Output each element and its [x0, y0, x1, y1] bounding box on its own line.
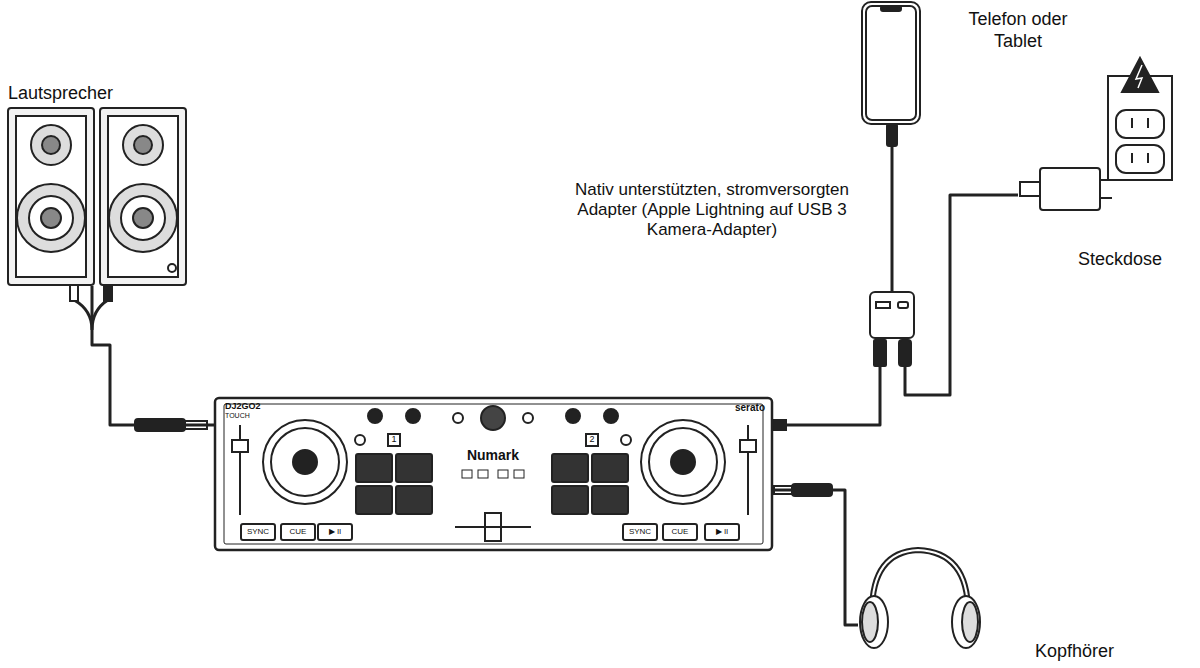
dj-controller: NumarkDJ2GO2TOUCH12SYNCCUE▶ IISYNCCUE▶ I… [215, 398, 772, 550]
camera-adapter [870, 292, 914, 366]
control-label: SYNC [623, 527, 657, 537]
adapter: Nativ unterstützten, stromversorgten Ada… [870, 292, 914, 338]
control-label: SYNC [241, 527, 275, 537]
cable [905, 195, 1018, 395]
cable [772, 490, 858, 625]
cable [772, 338, 880, 425]
control-label: ▶ II [318, 527, 352, 537]
dj-controller [215, 398, 772, 550]
phone [862, 2, 920, 146]
headphones [860, 550, 980, 648]
brand-logo: Numark [448, 447, 538, 464]
device-label: Kopfhörer [1035, 640, 1145, 662]
speaker-left [8, 108, 94, 285]
headphones: Kopfhörer [858, 552, 980, 652]
control-label: ▶ II [705, 527, 739, 537]
control-label: CUE [281, 527, 315, 537]
rca-plug [70, 285, 78, 301]
control-label: 1 [388, 434, 400, 445]
control-label: 2 [586, 434, 598, 445]
phone: Telefon oder Tablet [860, 0, 922, 126]
speakers: Lautsprecher [8, 108, 186, 286]
control-label: serato [705, 402, 765, 414]
wall-outlet [1108, 58, 1172, 180]
cable [891, 126, 894, 292]
device-label: Nativ unterstützten, stromversorgten Ada… [562, 180, 862, 240]
rca-plug [104, 285, 112, 301]
device-label: Steckdose [1078, 248, 1178, 270]
speaker-right [100, 108, 186, 285]
device-label: Telefon oder Tablet [966, 8, 1070, 52]
power-brick [1020, 168, 1112, 210]
power-outlet: Steckdose [1018, 75, 1172, 212]
device-label: Lautsprecher [8, 82, 188, 104]
cable [92, 286, 215, 425]
control-label: CUE [663, 527, 697, 537]
control-label: DJ2GO2 [225, 401, 285, 412]
control-label: TOUCH [225, 411, 285, 420]
